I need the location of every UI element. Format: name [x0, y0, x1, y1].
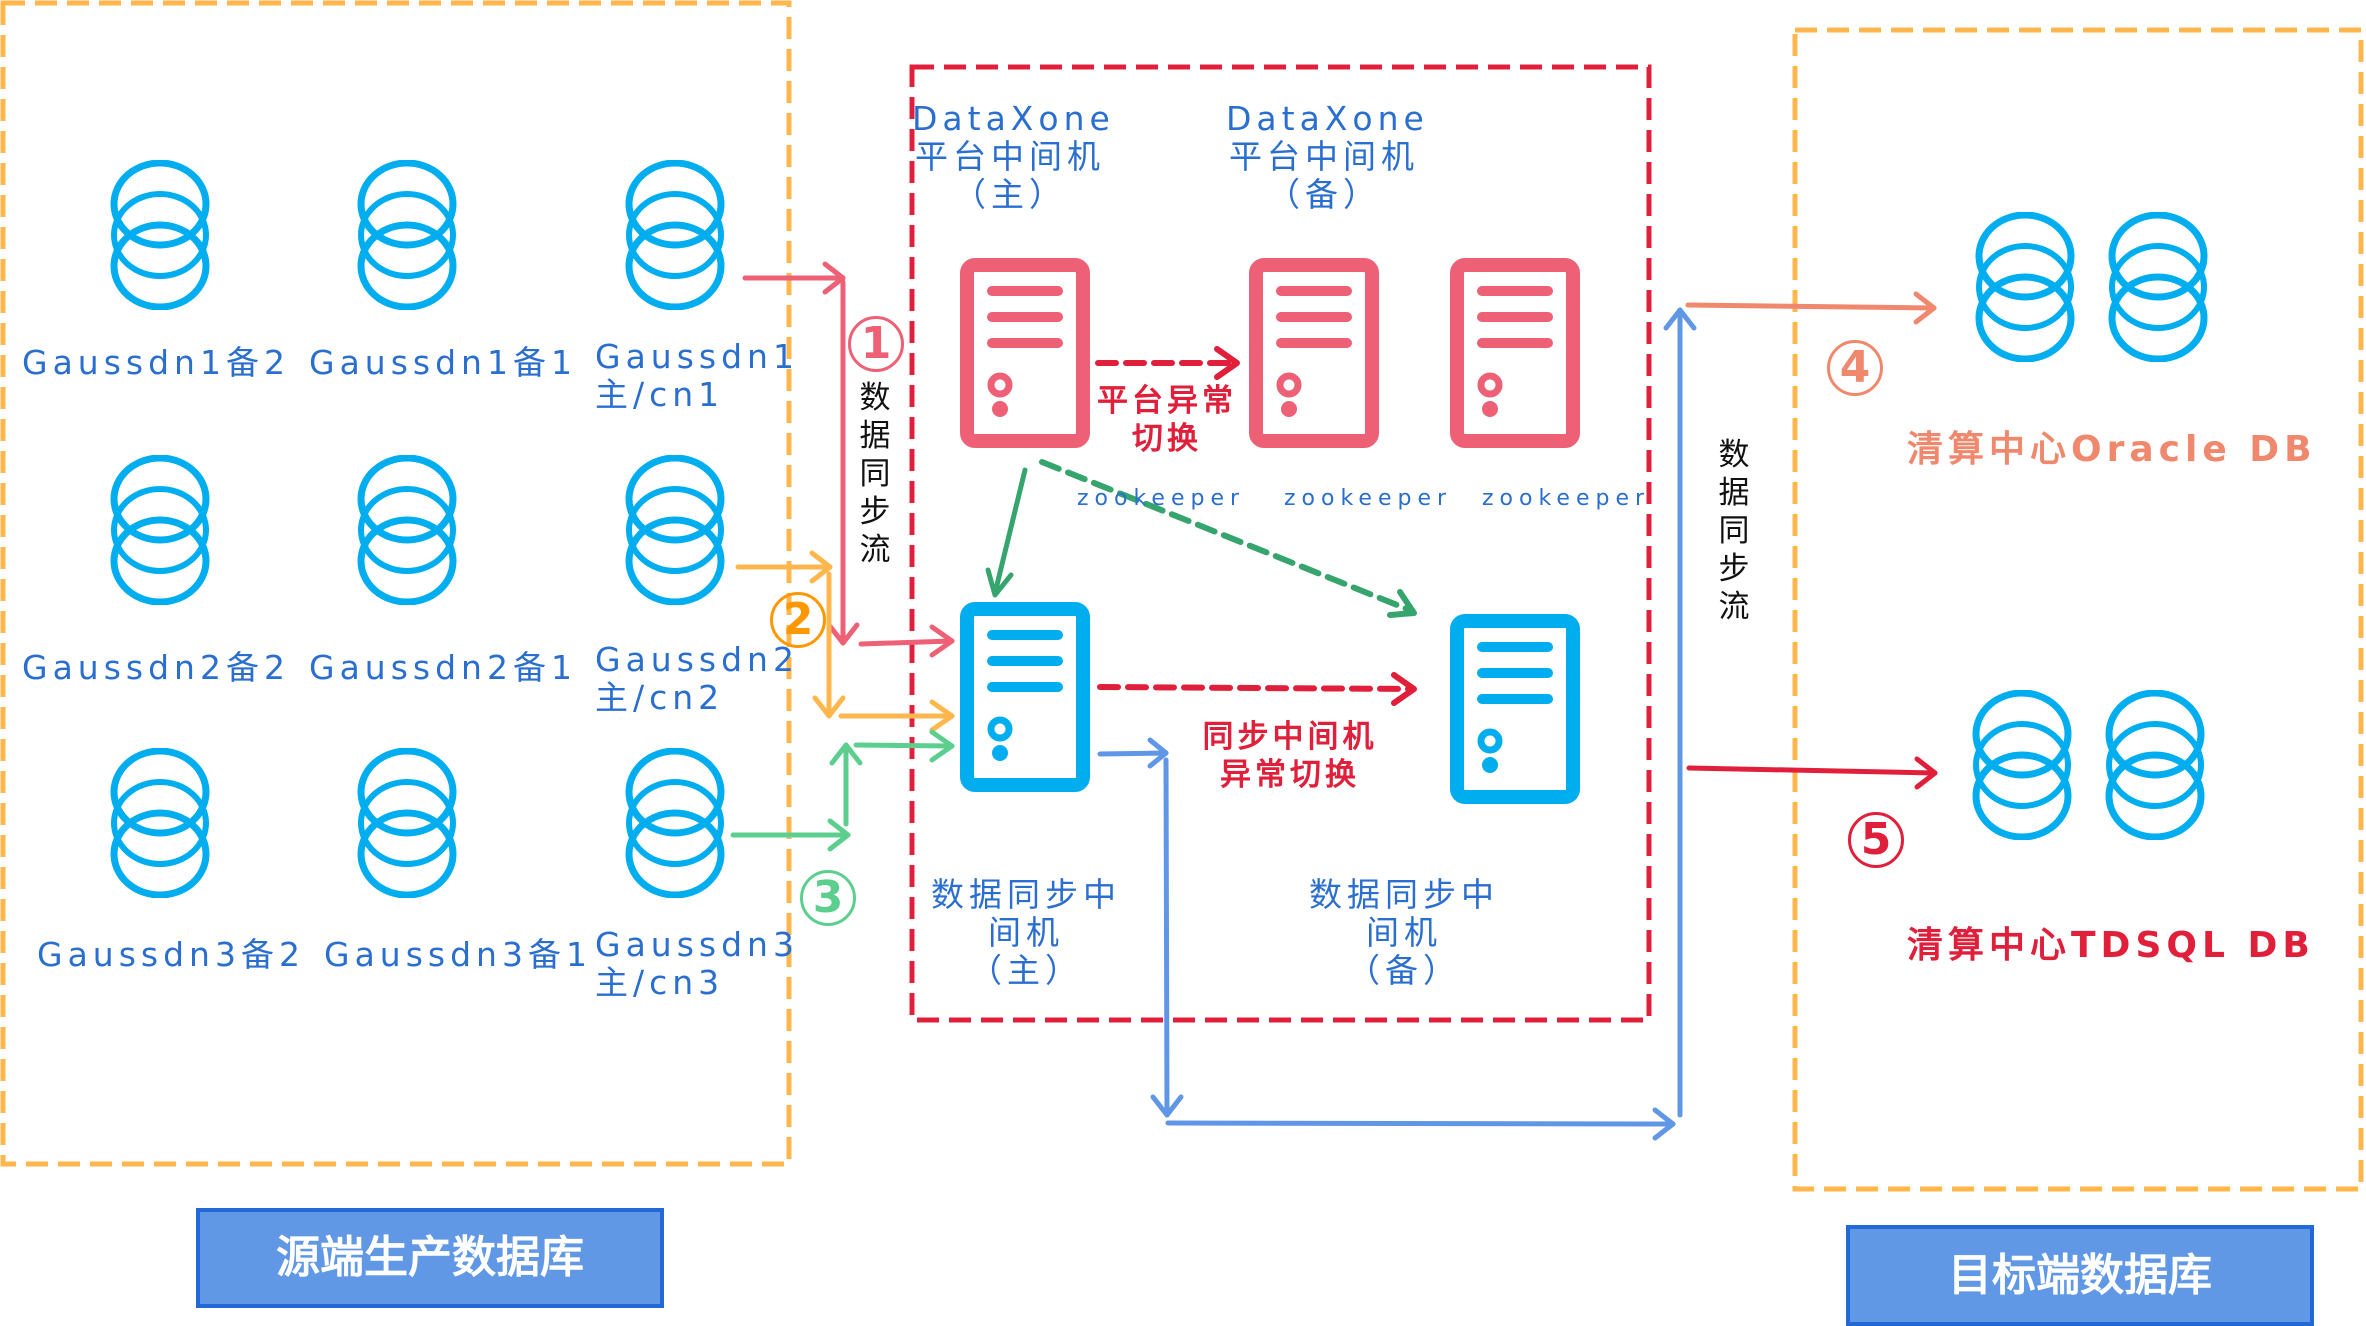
label-gaussdn2-primary-line1: Gaussdn2 — [595, 640, 799, 679]
platform-primary-label: DataXone 平台中间机 （主） — [912, 99, 1115, 214]
flow-number-4: 4 — [1827, 340, 1883, 396]
label-gaussdn1-primary-line2: 主/cn1 — [595, 375, 725, 414]
database-icon-gaussdn1-primary[interactable] — [629, 163, 721, 307]
server-icon-platform-zookeeper[interactable] — [1457, 265, 1573, 441]
sync-primary-line3: （主） — [969, 951, 1083, 990]
database-icon-oracle-1[interactable] — [1979, 215, 2071, 359]
platform-failover-arrow — [1095, 346, 1240, 380]
sync-failover-label: 同步中间机 异常切换 — [1170, 718, 1410, 794]
sync-primary-line1: 数据同步中 — [931, 875, 1121, 914]
database-icon-gaussdn1-standby2[interactable] — [114, 163, 206, 307]
server-icon-platform-standby[interactable] — [1256, 265, 1372, 441]
sync-standby-line2: 间机 — [1366, 913, 1442, 952]
platform-failover-line2: 切换 — [1132, 421, 1202, 457]
label-gaussdn1-primary-line1: Gaussdn1 — [595, 337, 799, 376]
database-icon-tdsql-1[interactable] — [1976, 693, 2068, 837]
flow-number-5: 5 — [1848, 812, 1904, 868]
label-gaussdn3-standby2: Gaussdn3备2 — [37, 935, 305, 974]
server-icon-sync-primary[interactable] — [967, 609, 1083, 785]
zookeeper-label-2: zookeeper — [1284, 486, 1453, 511]
sync-primary-line2: 间机 — [988, 913, 1064, 952]
flow-number-1: 1 — [848, 316, 904, 372]
flow-2-arrow — [735, 550, 955, 733]
flow-number-3: 3 — [800, 870, 856, 926]
sync-failover-line2: 异常切换 — [1220, 757, 1360, 793]
database-icon-gaussdn2-standby1[interactable] — [361, 458, 453, 602]
platform-failover-label: 平台异常 切换 — [1092, 382, 1242, 458]
server-icon-sync-standby[interactable] — [1457, 621, 1573, 797]
sync-primary-label: 数据同步中 间机 （主） — [920, 876, 1132, 990]
flow-1-arrow — [742, 261, 955, 658]
database-icon-gaussdn1-standby1[interactable] — [361, 163, 453, 307]
platform-standby-line1: DataXone — [1226, 99, 1429, 138]
zookeeper-failover-arrow — [1039, 459, 1417, 618]
flow-number-2: 2 — [770, 592, 826, 648]
sync-standby-line3: （备） — [1347, 951, 1461, 990]
platform-primary-line2: 平台中间机 — [915, 137, 1105, 176]
platform-standby-line2: 平台中间机 — [1229, 137, 1419, 176]
tdsql-db-label: 清算中心TDSQL DB — [1907, 925, 2315, 966]
database-icon-oracle-2[interactable] — [2112, 215, 2204, 359]
sync-to-target-arrow — [1097, 307, 1697, 1141]
sync-failover-line1: 同步中间机 — [1202, 719, 1378, 755]
zookeeper-label-1: zookeeper — [1077, 486, 1246, 511]
platform-failover-line1: 平台异常 — [1097, 383, 1237, 419]
label-gaussdn3-primary-line2: 主/cn3 — [595, 963, 725, 1002]
source-region-box — [0, 0, 792, 1167]
database-icon-gaussdn3-standby1[interactable] — [361, 751, 453, 895]
database-icon-tdsql-2[interactable] — [2109, 693, 2201, 837]
label-gaussdn3-standby1: Gaussdn3备1 — [324, 935, 592, 974]
platform-primary-line1: DataXone — [912, 99, 1115, 138]
database-icon-gaussdn3-primary[interactable] — [629, 751, 721, 895]
server-icon-platform-primary[interactable] — [967, 265, 1083, 441]
sync-standby-label: 数据同步中 间机 （备） — [1298, 876, 1510, 990]
database-icon-gaussdn2-standby2[interactable] — [114, 458, 206, 602]
database-icon-gaussdn2-primary[interactable] — [629, 458, 721, 602]
left-data-sync-flow-label: 数据同步流 — [859, 380, 891, 568]
platform-primary-line3: （主） — [953, 175, 1067, 214]
label-gaussdn2-standby1: Gaussdn2备1 — [309, 648, 577, 687]
right-data-sync-flow-label: 数据同步流 — [1718, 437, 1750, 625]
flow-3-arrow — [730, 729, 955, 852]
platform-standby-line3: （备） — [1267, 175, 1381, 214]
flow-4-arrow — [1685, 291, 1937, 325]
label-gaussdn2-primary-line2: 主/cn2 — [595, 678, 725, 717]
zookeeper-label-3: zookeeper — [1482, 486, 1651, 511]
database-icon-gaussdn3-standby2[interactable] — [114, 751, 206, 895]
target-database-title: 目标端数据库 — [1846, 1225, 2314, 1326]
label-gaussdn3-primary-line1: Gaussdn3 — [595, 925, 799, 964]
sync-failover-arrow — [1097, 672, 1417, 706]
middleware-region-box — [909, 64, 1652, 1023]
source-database-title: 源端生产数据库 — [196, 1208, 664, 1308]
label-gaussdn1-standby1: Gaussdn1备1 — [309, 343, 577, 382]
label-gaussdn1-standby2: Gaussdn1备2 — [22, 343, 290, 382]
sync-standby-line1: 数据同步中 — [1309, 875, 1499, 914]
zookeeper-control-arrow — [985, 467, 1028, 598]
flow-5-arrow — [1686, 756, 1938, 790]
label-gaussdn2-standby2: Gaussdn2备2 — [22, 648, 290, 687]
target-region-box — [1792, 27, 2364, 1192]
oracle-db-label: 清算中心Oracle DB — [1907, 429, 2317, 470]
platform-standby-label: DataXone 平台中间机 （备） — [1226, 99, 1429, 214]
